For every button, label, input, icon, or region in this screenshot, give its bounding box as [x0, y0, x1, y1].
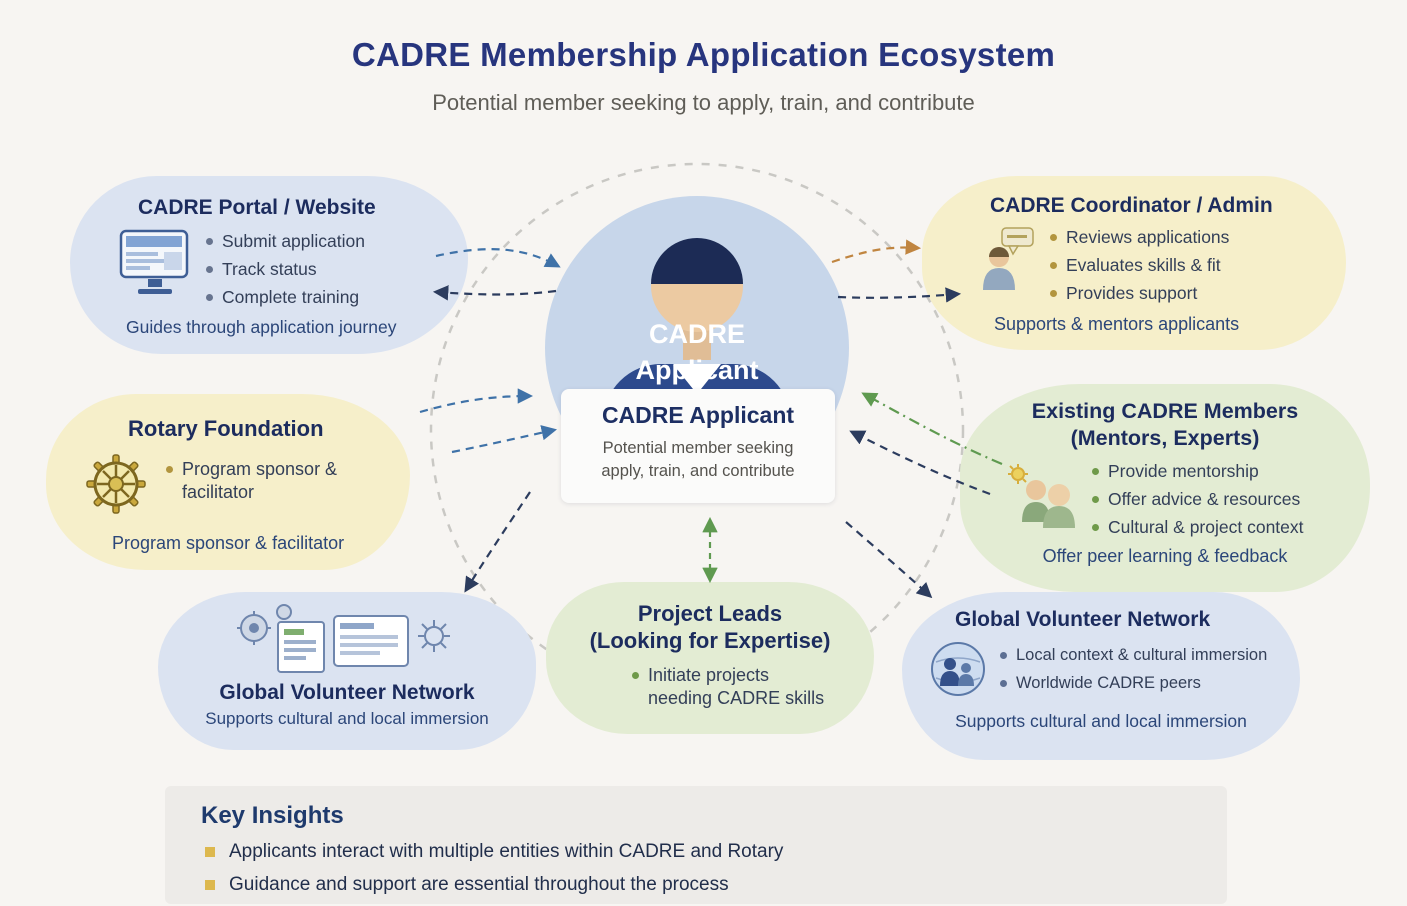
node-global-volunteer-network-right: Global Volunteer Network Local context &… — [902, 592, 1300, 760]
bullet-item: Cultural & project context — [1092, 516, 1304, 539]
people-idea-icon — [1004, 464, 1080, 533]
bullet-text: Local context & cultural immersion — [1016, 646, 1268, 664]
bullet-item: Local context & cultural immersion — [1000, 644, 1267, 667]
node-title-line2: (Mentors, Experts) — [1070, 426, 1260, 450]
insight-item: Guidance and support are essential throu… — [201, 874, 1191, 896]
node-caption: Program sponsor & facilitator — [112, 533, 345, 553]
avatar-label: CADRE Applicant — [545, 316, 849, 388]
node-existing-cadre-members: Existing CADRE Members (Mentors, Experts… — [960, 384, 1370, 592]
bullet-dot — [632, 672, 639, 679]
bullet-dot — [1050, 290, 1057, 297]
bullet-item: Reviews applications — [1050, 226, 1229, 249]
bullet-item: Initiate projects needing CADRE skills — [632, 664, 854, 710]
bullet-item: Program sponsor & facilitator — [166, 458, 352, 504]
node-caption: Offer peer learning & feedback — [1042, 546, 1288, 566]
bullet-dot — [206, 238, 213, 245]
bullet-list: Local context & cultural immersion World… — [1000, 644, 1267, 695]
bullet-list: Reviews applications Evaluates skills & … — [1050, 226, 1229, 305]
bullet-dot — [1092, 524, 1099, 531]
person-chat-icon — [978, 226, 1036, 295]
node-title: Global Volunteer Network — [955, 608, 1211, 631]
bullet-item: Complete training — [206, 286, 365, 309]
node-cadre-coordinator: CADRE Coordinator / Admin Reviews applic… — [922, 176, 1346, 350]
bullet-list: Provide mentorship Offer advice & resour… — [1092, 460, 1304, 539]
node-title: CADRE Portal / Website — [138, 196, 376, 219]
bullet-dot — [1092, 496, 1099, 503]
page-title: CADRE Membership Application Ecosystem — [351, 36, 1056, 73]
insight-item: Applicants interact with multiple entiti… — [201, 841, 1191, 863]
bullet-dot — [166, 466, 173, 473]
bullet-text: Complete training — [222, 287, 360, 307]
bullet-text: Cultural & project context — [1108, 517, 1304, 537]
node-title: CADRE Coordinator / Admin — [990, 194, 1273, 217]
bullet-text: Reviews applications — [1066, 227, 1230, 247]
bullet-item: Provide mentorship — [1092, 460, 1304, 483]
bullet-text: Evaluates skills & fit — [1066, 255, 1221, 275]
page-subtitle: Potential member seeking to apply, train… — [432, 90, 975, 115]
bullet-text: Provide mentorship — [1108, 461, 1259, 481]
card-description: Potential member seeking apply, train, a… — [601, 439, 795, 480]
bullet-text: Track status — [222, 259, 317, 279]
bullet-text: Program sponsor & facilitator — [182, 459, 338, 502]
node-rotary-foundation: Rotary Foundation — [46, 394, 410, 570]
node-title-line2: (Looking for Expertise) — [589, 628, 831, 653]
insight-bullet-square — [205, 880, 215, 890]
key-insights-panel: Key Insights Applicants interact with mu… — [165, 786, 1227, 904]
bullet-text: Worldwide CADRE peers — [1016, 674, 1201, 692]
bullet-text: Submit application — [222, 231, 365, 251]
insight-text: Guidance and support are essential throu… — [229, 874, 729, 895]
node-title: Global Volunteer Network — [219, 681, 475, 704]
bullet-item: Evaluates skills & fit — [1050, 254, 1229, 277]
bullet-list: Submit application Track status Complete… — [206, 230, 365, 309]
node-title: Rotary Foundation — [128, 416, 324, 441]
bullet-text: Initiate projects needing CADRE skills — [648, 665, 825, 708]
bullet-dot — [1050, 234, 1057, 241]
node-title-line1: Existing CADRE Members — [1031, 399, 1299, 423]
bullet-item: Submit application — [206, 230, 365, 253]
bullet-dot — [1050, 262, 1057, 269]
bullet-dot — [206, 294, 213, 301]
bullet-list: Program sponsor & facilitator — [166, 458, 352, 504]
node-cadre-portal: CADRE Portal / Website Submit applicatio… — [70, 176, 468, 354]
key-insights-title: Key Insights — [201, 802, 344, 829]
node-project-leads: Project Leads (Looking for Expertise) In… — [546, 582, 874, 734]
insight-bullet-square — [205, 847, 215, 857]
bullet-dot — [1092, 468, 1099, 475]
bullet-item: Offer advice & resources — [1092, 488, 1304, 511]
bullet-dot — [1000, 680, 1007, 687]
people-globe-icon — [928, 640, 988, 703]
bullet-item: Track status — [206, 258, 365, 281]
node-global-volunteer-network-left: Global Volunteer Network Supports cultur… — [158, 592, 536, 750]
bullet-dot — [206, 266, 213, 273]
node-title: Existing CADRE Members (Mentors, Experts… — [982, 398, 1348, 452]
node-caption: Guides through application journey — [126, 317, 397, 337]
insight-text: Applicants interact with multiple entiti… — [229, 841, 784, 862]
bullet-text: Offer advice & resources — [1108, 489, 1301, 509]
node-caption: Supports & mentors applicants — [994, 314, 1240, 334]
rotary-wheel-icon — [84, 452, 148, 521]
cadre-applicant-card: CADRE Applicant Potential member seeking… — [561, 389, 835, 503]
avatar-label-line2: Applicant — [635, 355, 759, 385]
node-title: Project Leads (Looking for Expertise) — [566, 600, 854, 654]
node-caption: Supports cultural and local immersion — [955, 711, 1247, 731]
bullet-item: Worldwide CADRE peers — [1000, 672, 1267, 695]
gears-docs-icon — [232, 602, 462, 679]
monitor-icon — [118, 228, 192, 303]
bullet-dot — [1000, 652, 1007, 659]
bullet-text: Provides support — [1066, 283, 1198, 303]
bullet-item: Provides support — [1050, 282, 1229, 305]
node-caption: Supports cultural and local immersion — [205, 709, 489, 728]
avatar-label-line1: CADRE — [648, 319, 745, 349]
card-title: CADRE Applicant — [601, 402, 795, 428]
node-title-line1: Project Leads — [637, 601, 783, 626]
